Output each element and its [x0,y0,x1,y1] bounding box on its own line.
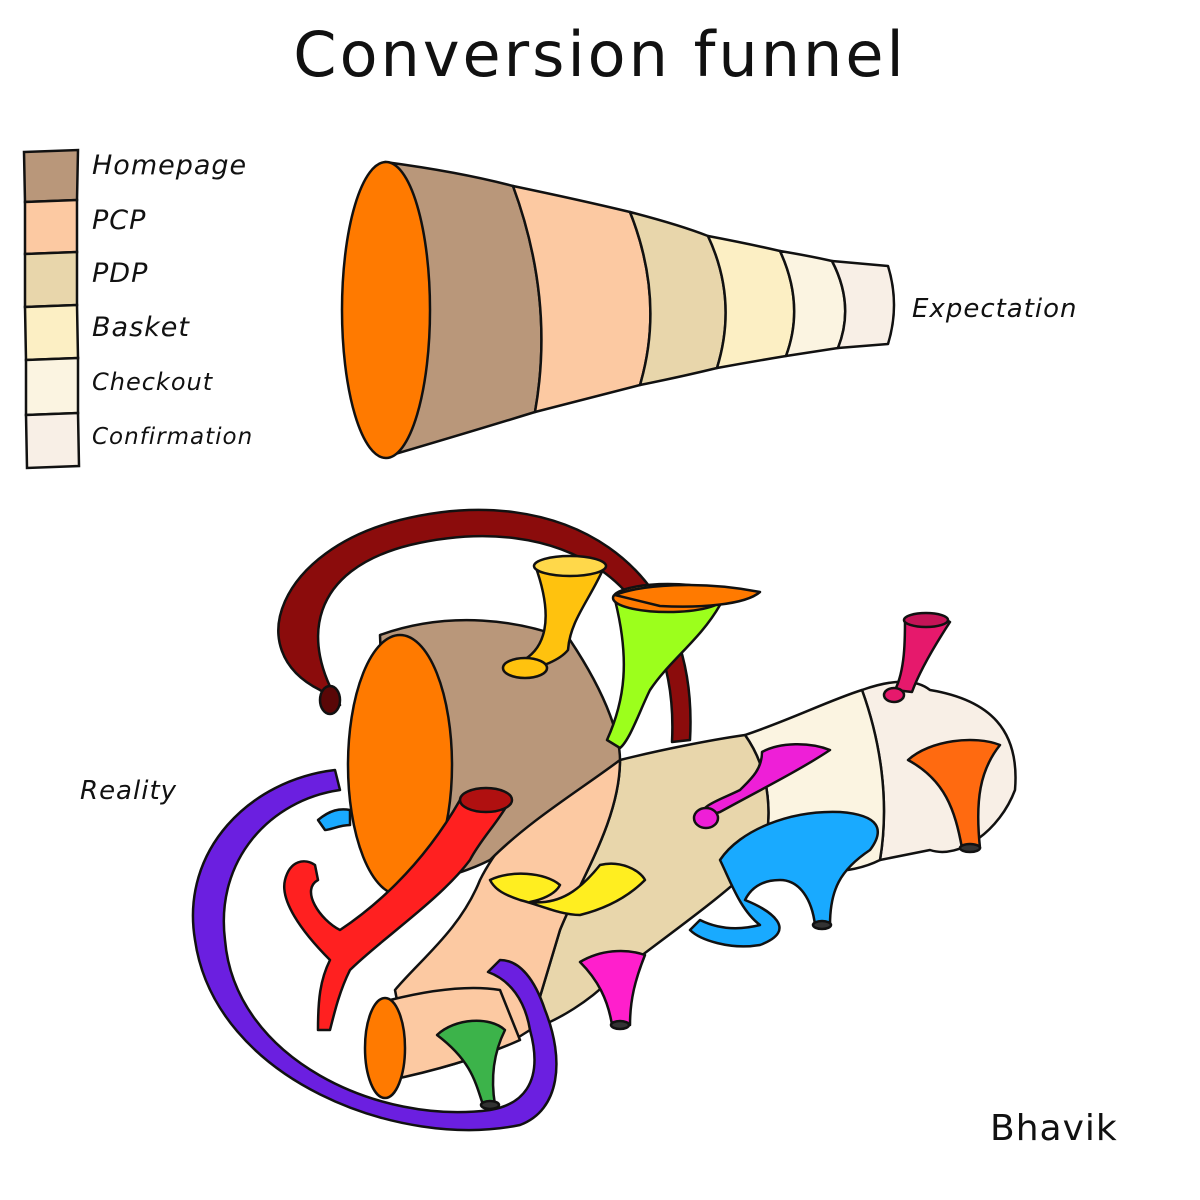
artist-signature: Bhavik [990,1108,1118,1149]
legend-label-pcp: PCP [92,205,147,236]
leak-trumpet-pink-lower [578,949,647,1027]
leak-funnel-orange-top [613,583,762,608]
leak-pipe-darkred-arc [277,508,692,744]
leak-trumpet-red [282,791,512,1032]
legend-label-checkout: Checkout [92,368,214,396]
reality-label: Reality [80,776,178,806]
expectation-mouth [340,160,432,460]
leak-trumpet-yellow-double [488,862,647,917]
leak-trumpet-lightblue [316,808,352,832]
legend-label-pdp: PDP [92,258,149,289]
legend-swatch-confirmation [24,411,81,470]
leak-trumpet-magenta [698,742,832,820]
reality-small-mouth [363,996,407,1100]
expectation-label: Expectation [912,294,1078,324]
leak-trumpet-yellow [518,563,607,672]
leak-trumpet-green [605,591,722,750]
legend-label-confirmation: Confirmation [92,424,254,450]
leak-trumpet-green-lower [435,1019,507,1107]
leak-trumpet-blue [688,810,880,948]
legend-label-homepage: Homepage [92,150,248,181]
leak-trumpet-orange-right [906,738,1002,850]
leak-pipe-purple [191,768,558,1132]
page-title: Conversion funnel [293,18,907,91]
legend-label-basket: Basket [92,312,190,343]
funnel-segment-confirmation [830,259,896,350]
